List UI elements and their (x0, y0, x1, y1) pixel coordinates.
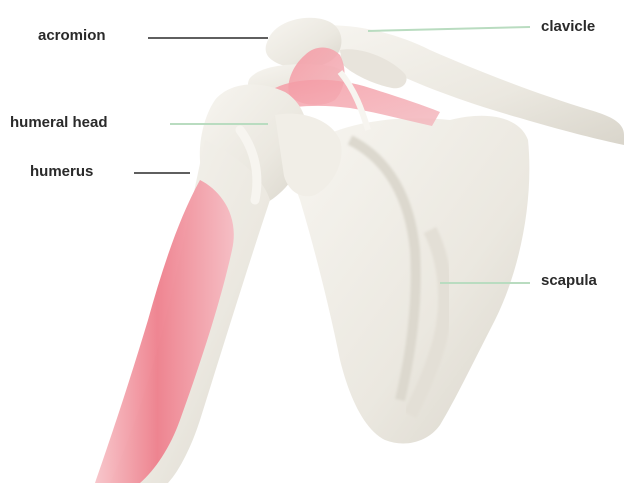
label-acromion: acromion (38, 27, 106, 45)
label-clavicle: clavicle (541, 18, 595, 36)
label-humeral-head: humeral head (10, 114, 108, 132)
label-humerus: humerus (30, 163, 93, 181)
label-scapula: scapula (541, 272, 597, 290)
clavicle-leader (368, 27, 530, 31)
